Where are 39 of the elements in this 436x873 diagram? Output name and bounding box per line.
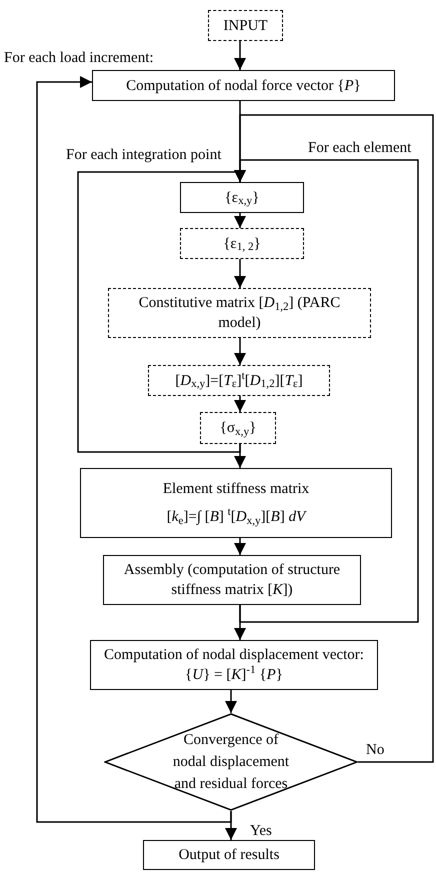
process-box (208, 10, 283, 41)
decision-label: Convergence of nodal displacement and residual forces (172, 731, 290, 794)
box-label: Output of results (178, 846, 280, 865)
box-label: [D$_{x,y}$]=[T$_{ε}$]$^{t}$[D$_{1,2}$][T$_{ε}$] (175, 370, 303, 390)
process-box (200, 412, 276, 444)
arrow (234, 114, 434, 763)
process-box (80, 468, 392, 538)
loop-label: For each integration point (66, 146, 222, 164)
arrow (234, 41, 246, 70)
box-label: INPUT (223, 16, 268, 36)
arrow (234, 338, 246, 365)
process-box (148, 365, 330, 396)
arrow (234, 259, 246, 288)
box-label: Computation of nodal force vector {P} (126, 76, 361, 96)
arrow (225, 690, 237, 713)
box-label: {ε$_{x,y}$} (224, 188, 260, 208)
process-box (180, 228, 304, 259)
box-label: [k$_{e}$]=∫ [B] $^{t}$[D$_{x,y}$][B] dV (166, 507, 306, 527)
decision-diamond (104, 713, 358, 811)
loop-label: For each load increment: (4, 49, 154, 67)
process-box (92, 70, 395, 101)
box-label: Element stiffness matrix (162, 480, 310, 499)
box-label: {σ$_{x,y}$} (220, 419, 256, 438)
arrow (234, 213, 246, 228)
edge-label: No (366, 741, 384, 759)
process-box (108, 288, 371, 338)
edge-label: Yes (250, 822, 272, 840)
process-box (103, 555, 361, 605)
box-label: Assembly (computation of structure stiffness matrix [K]) (122, 561, 342, 600)
loop-label: For each element (308, 139, 412, 157)
box-label: Computation of nodal displacement vector: {U} = [K]$^{-1}$ {P} (103, 646, 365, 685)
arrow (234, 396, 246, 412)
arrow (234, 538, 246, 555)
box-label: {ε$_{1, 2}$} (223, 234, 261, 254)
process-box (90, 640, 378, 690)
arrow (36, 76, 232, 823)
box-label: Constitutive matrix [D$_{1,2}$] (PARC model) (138, 294, 342, 333)
process-box (143, 840, 315, 870)
process-box (180, 182, 304, 213)
